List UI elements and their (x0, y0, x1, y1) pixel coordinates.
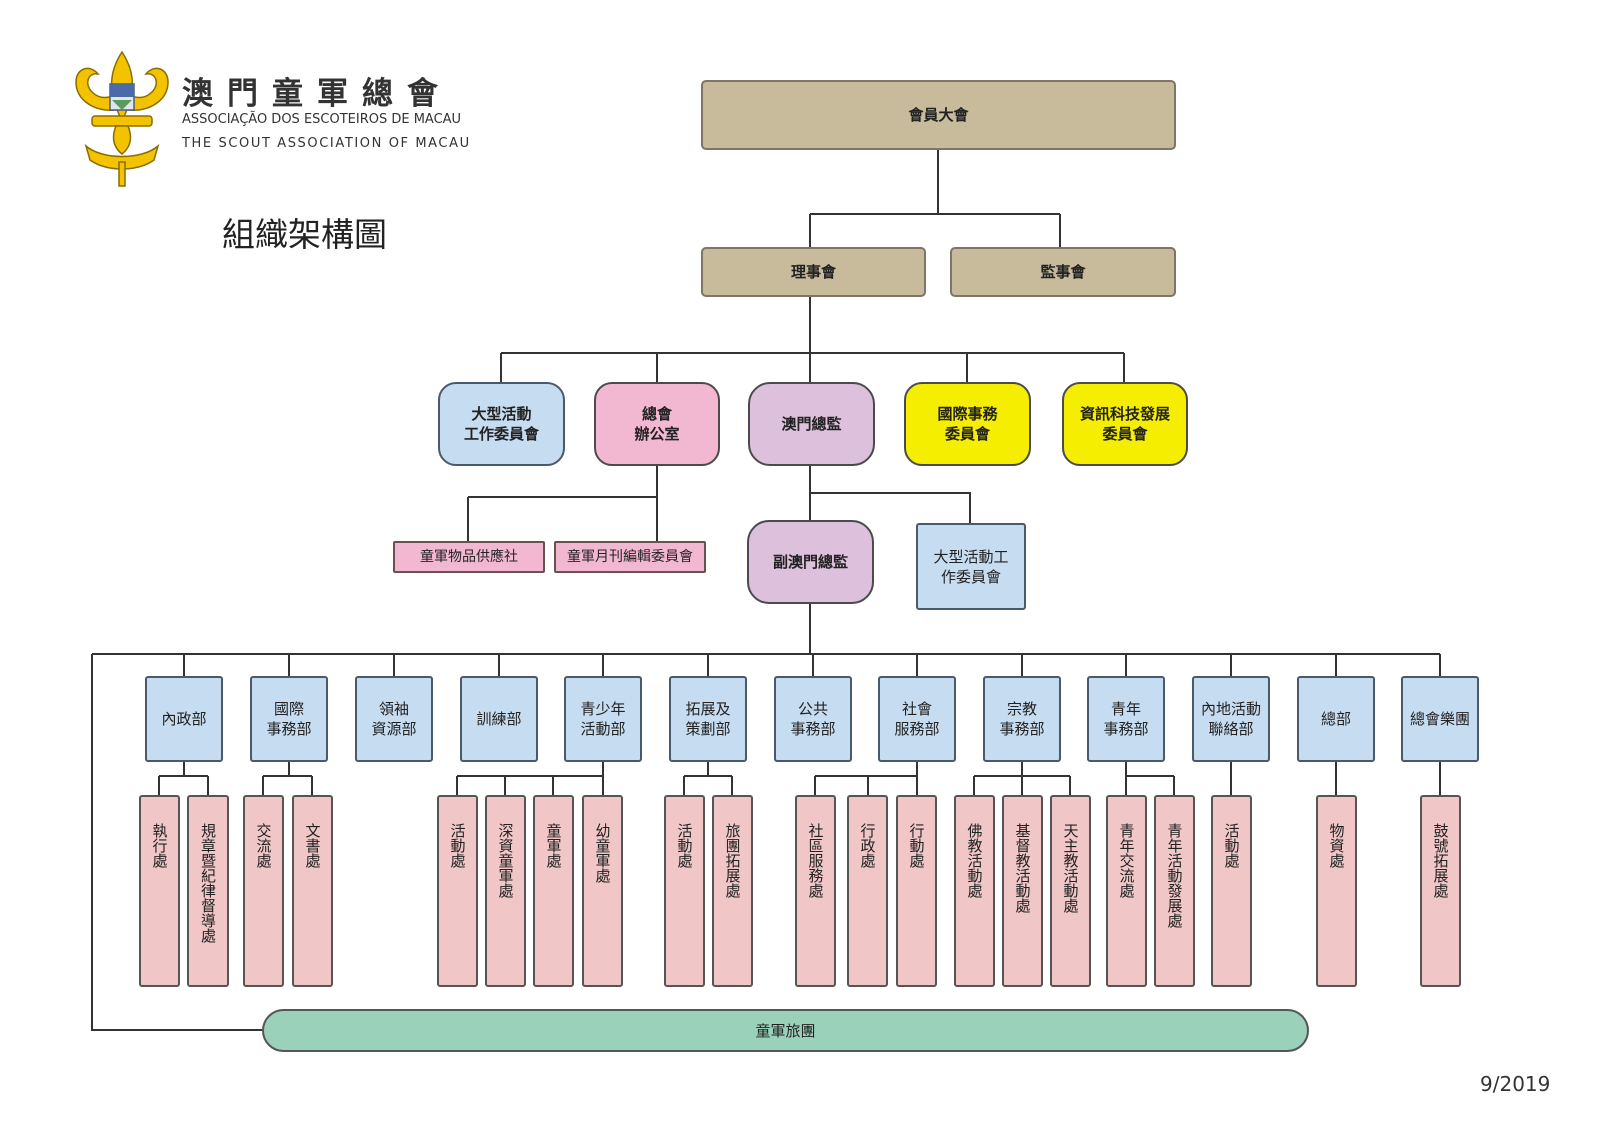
node-office: 總會 辦公室 (594, 382, 720, 466)
line-deputy-departments (91, 604, 1440, 1031)
line-assembly-boards (809, 150, 1061, 247)
dept-leader-resources: 領袖 資源部 (355, 676, 433, 762)
revision-date: 9/2019 (1480, 1072, 1551, 1096)
node-general-assembly: 會員大會 (701, 80, 1176, 150)
unit-box: 文書處 (292, 795, 333, 987)
org-name-chinese: 澳門童軍總會 (182, 76, 452, 112)
line-dept2-units (262, 762, 313, 795)
line-office-units (467, 466, 658, 541)
line-dept9-units (973, 762, 1071, 795)
unit-label: 物資處 (1327, 823, 1346, 868)
fleur-de-lis-logo-icon (75, 50, 169, 187)
unit-box: 旅團拓展處 (712, 795, 753, 987)
node-supply-store: 童軍物品供應社 (393, 541, 545, 573)
dept-development-planning: 拓展及 策劃部 (669, 676, 747, 762)
unit-label: 青年交流處 (1117, 823, 1136, 898)
line-chief-deputy (809, 466, 971, 523)
unit-box: 活動處 (664, 795, 705, 987)
dept-mainland-liaison: 內地活動 聯絡部 (1192, 676, 1270, 762)
dept-social-services: 社會 服務部 (878, 676, 956, 762)
node-it-committee: 資訊科技發展 委員會 (1062, 382, 1188, 466)
unit-label: 活動處 (448, 823, 467, 868)
unit-box: 規章暨紀律督導處 (187, 795, 229, 987)
unit-label: 活動處 (675, 823, 694, 868)
unit-label: 深資童軍處 (496, 823, 515, 898)
node-major-events-committee-2: 大型活動工 作委員會 (916, 523, 1026, 610)
line-dept1-units (158, 762, 209, 795)
dept-internal-affairs: 內政部 (145, 676, 223, 762)
chart-title: 組織架構圖 (222, 215, 387, 254)
unit-label: 鼓號拓展處 (1431, 823, 1450, 898)
unit-box: 活動處 (1211, 795, 1252, 987)
dept-international-affairs: 國際 事務部 (250, 676, 328, 762)
line-dept6-units (683, 762, 733, 795)
unit-label: 青年活動發展處 (1165, 823, 1184, 928)
unit-box: 童軍處 (533, 795, 574, 987)
unit-box: 社區服務處 (795, 795, 836, 987)
dept-association-band: 總會樂團 (1401, 676, 1479, 762)
unit-label: 旅團拓展處 (723, 823, 742, 898)
unit-box: 佛教活動處 (954, 795, 995, 987)
node-scout-groups: 童軍旅團 (262, 1009, 1309, 1052)
unit-label: 交流處 (254, 823, 273, 868)
line-board-committees (500, 297, 1125, 382)
node-major-events-committee: 大型活動 工作委員會 (438, 382, 565, 466)
node-board-directors: 理事會 (701, 247, 926, 297)
unit-box: 交流處 (243, 795, 284, 987)
unit-box: 青年交流處 (1106, 795, 1147, 987)
line-dept10-units (1125, 762, 1175, 795)
unit-label: 執行處 (150, 823, 169, 868)
line-dept5-units (456, 762, 604, 795)
unit-box: 行政處 (847, 795, 888, 987)
unit-box: 基督教活動處 (1002, 795, 1043, 987)
unit-label: 基督教活動處 (1013, 823, 1032, 913)
unit-box: 深資童軍處 (485, 795, 526, 987)
unit-box: 天主教活動處 (1050, 795, 1091, 987)
unit-label: 行政處 (858, 823, 877, 868)
dept-religious-affairs: 宗教 事務部 (983, 676, 1061, 762)
node-magazine-committee: 童軍月刊編輯委員會 (554, 541, 706, 573)
unit-label: 佛教活動處 (965, 823, 984, 898)
unit-box: 青年活動發展處 (1154, 795, 1195, 987)
org-header: 澳門童軍總會 ASSOCIAÇÃO DOS ESCOTEIROS DE MACA… (72, 50, 502, 195)
unit-label: 天主教活動處 (1061, 823, 1080, 913)
dept-youth-activities: 青少年 活動部 (564, 676, 642, 762)
unit-box: 活動處 (437, 795, 478, 987)
unit-box: 幼童軍處 (582, 795, 623, 987)
unit-label: 規章暨紀律督導處 (199, 823, 217, 943)
unit-box: 行動處 (896, 795, 937, 987)
node-deputy-chief-commissioner: 副澳門總監 (747, 520, 874, 604)
unit-label: 社區服務處 (806, 823, 825, 898)
line-dept8-units (814, 762, 918, 795)
unit-box: 物資處 (1316, 795, 1357, 987)
unit-box: 鼓號拓展處 (1420, 795, 1461, 987)
node-chief-commissioner: 澳門總監 (748, 382, 875, 466)
unit-box: 執行處 (139, 795, 180, 987)
unit-label: 活動處 (1222, 823, 1241, 868)
dept-headquarters: 總部 (1297, 676, 1375, 762)
dept-public-affairs: 公共 事務部 (774, 676, 852, 762)
node-international-committee: 國際事務 委員會 (904, 382, 1031, 466)
unit-label: 幼童軍處 (593, 823, 612, 883)
dept-training: 訓練部 (460, 676, 538, 762)
unit-label: 文書處 (303, 823, 322, 868)
node-supervisory-board: 監事會 (950, 247, 1176, 297)
org-name-portuguese: ASSOCIAÇÃO DOS ESCOTEIROS DE MACAU (182, 112, 462, 127)
unit-label: 行動處 (907, 823, 926, 868)
unit-label: 童軍處 (544, 823, 563, 868)
org-name-english: THE SCOUT ASSOCIATION OF MACAU (182, 136, 471, 151)
dept-youth-affairs: 青年 事務部 (1087, 676, 1165, 762)
line-dept-drops (183, 654, 1441, 676)
